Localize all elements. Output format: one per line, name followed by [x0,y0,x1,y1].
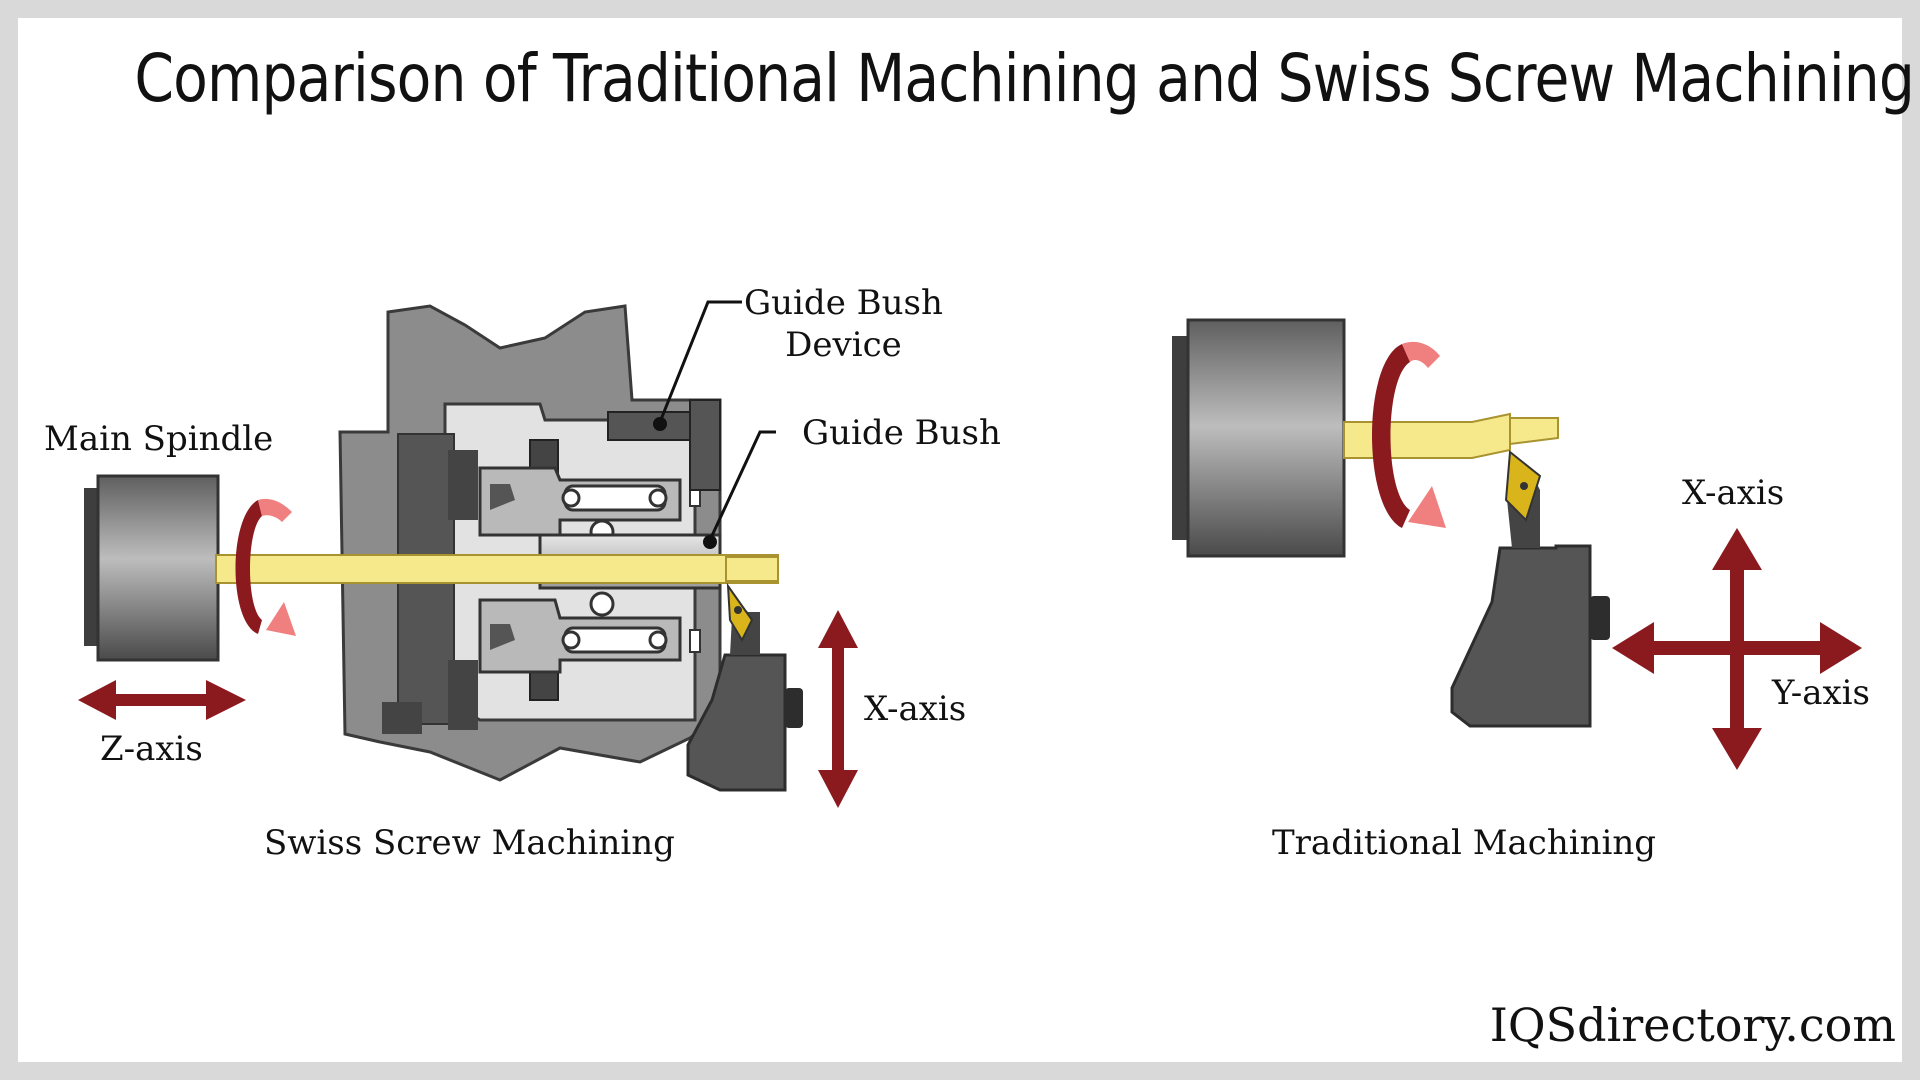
z-axis-arrow [78,680,246,720]
swiss-workpiece [215,554,779,584]
xy-axis-arrows [1612,528,1862,770]
x-axis-label-right: X-axis [1682,473,1785,513]
traditional-tool-holder [1450,544,1592,728]
swiss-caption: Swiss Screw Machining [264,823,675,863]
traditional-spindle-body [1186,318,1346,558]
traditional-workpiece [1343,412,1511,459]
callout-lines [658,300,776,541]
main-spindle-label: Main Spindle [44,419,274,459]
swiss-tool-holder [686,653,787,792]
main-spindle-body [84,474,220,662]
guide-bush-device-label: Guide Bush Device [744,283,943,365]
spindle-rotation-arrow-left [235,498,296,636]
traditional-caption: Traditional Machining [1272,823,1657,863]
y-axis-label: Y-axis [1772,673,1870,713]
diagram-frame [18,18,1902,1062]
swiss-machine [84,304,803,792]
brand-watermark: IQSdirectory.com [1489,998,1896,1052]
x-axis-arrow-left [818,610,858,808]
z-axis-label: Z-axis [100,729,203,769]
spindle-rotation-arrow-right [1372,341,1446,528]
x-axis-label-left: X-axis [864,689,967,729]
guide-bush-label: Guide Bush [802,413,1001,453]
page-title: Comparison of Traditional Machining and … [134,40,1915,117]
